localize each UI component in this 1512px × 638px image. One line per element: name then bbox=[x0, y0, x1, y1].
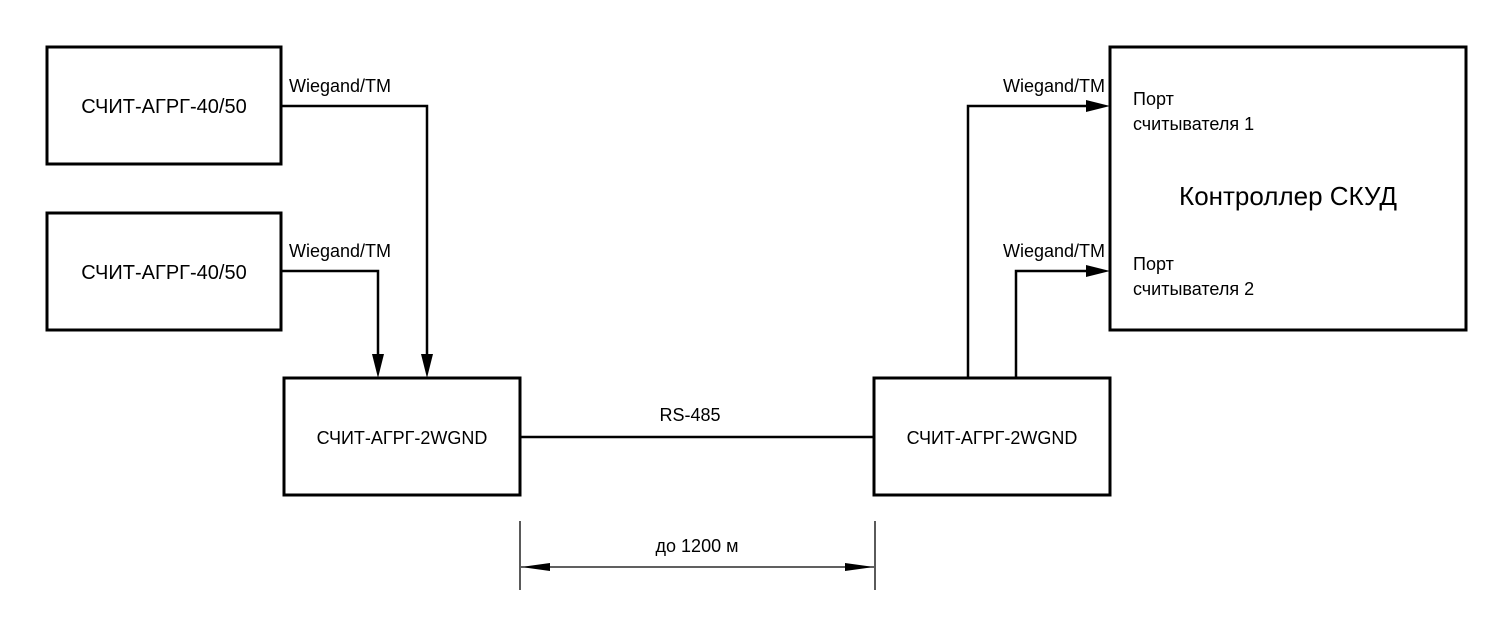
port-1-line2: считывателя 1 bbox=[1133, 114, 1254, 134]
reader-1-box bbox=[45, 45, 283, 166]
arrow-right-icon bbox=[1086, 100, 1110, 112]
reader-2-link: Wiegand/TM bbox=[281, 241, 391, 378]
port-2-wire bbox=[1014, 269, 1088, 378]
reader-1-link: Wiegand/TM bbox=[281, 76, 433, 378]
rs485-label: RS-485 bbox=[659, 405, 720, 425]
arrow-right-icon bbox=[1086, 265, 1110, 277]
reader-1: СЧИТ-АГРГ-40/50 bbox=[45, 45, 283, 166]
aggregator-right-box bbox=[872, 376, 1112, 497]
port-2-link: Wiegand/TM bbox=[1003, 241, 1110, 378]
reader-2: СЧИТ-АГРГ-40/50 bbox=[45, 211, 283, 332]
port-2-link-label: Wiegand/TM bbox=[1003, 241, 1105, 261]
rs485-bus: RS-485 bbox=[520, 405, 875, 439]
reader-2-link-label: Wiegand/TM bbox=[289, 241, 391, 261]
reader-1-label: СЧИТ-АГРГ-40/50 bbox=[81, 96, 246, 118]
aggregator-right: СЧИТ-АГРГ-2WGND bbox=[872, 376, 1112, 497]
arrow-right-icon bbox=[845, 563, 874, 571]
aggregator-right-label: СЧИТ-АГРГ-2WGND bbox=[907, 428, 1078, 448]
port-1-link-label: Wiegand/TM bbox=[1003, 76, 1105, 96]
arrow-down-icon bbox=[372, 354, 384, 378]
reader-1-wire bbox=[281, 104, 429, 356]
distance-dimension: до 1200 м bbox=[519, 521, 876, 590]
port-2-line2: считывателя 2 bbox=[1133, 279, 1254, 299]
controller: Контроллер СКУД Порт считывателя 1 Порт … bbox=[1108, 45, 1468, 332]
reader-2-box bbox=[45, 211, 283, 332]
port-2-line1: Порт bbox=[1133, 254, 1174, 274]
reader-1-link-label: Wiegand/TM bbox=[289, 76, 391, 96]
port-1-wire bbox=[966, 104, 1088, 378]
arrow-down-icon bbox=[421, 354, 433, 378]
aggregator-left: СЧИТ-АГРГ-2WGND bbox=[282, 376, 522, 497]
port-1-line1: Порт bbox=[1133, 89, 1174, 109]
arrow-left-icon bbox=[521, 563, 550, 571]
reader-2-wire bbox=[281, 269, 380, 356]
port-1-link: Wiegand/TM bbox=[966, 76, 1110, 378]
aggregator-left-label: СЧИТ-АГРГ-2WGND bbox=[317, 428, 488, 448]
controller-title: Контроллер СКУД bbox=[1179, 181, 1397, 211]
aggregator-left-box bbox=[282, 376, 522, 497]
reader-2-label: СЧИТ-АГРГ-40/50 bbox=[81, 262, 246, 284]
controller-box bbox=[1108, 45, 1468, 332]
distance-label: до 1200 м bbox=[656, 536, 739, 556]
